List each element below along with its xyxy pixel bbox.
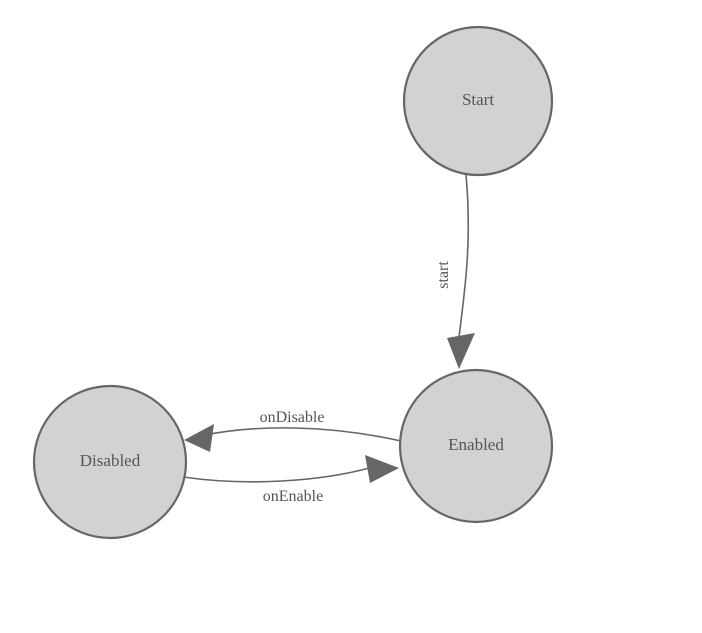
state-node-disabled[interactable]: Disabled — [32, 384, 188, 540]
edge-start-to-enabled-label: start — [435, 261, 452, 289]
state-node-disabled-circle — [32, 384, 188, 540]
state-node-enabled[interactable]: Enabled — [398, 368, 554, 524]
edge-enabled-to-disabled-label: onDisable — [260, 409, 325, 426]
edge-enabled-to-disabled-path — [199, 427, 402, 442]
edge-enabled-to-disabled[interactable]: onDisable — [184, 409, 402, 452]
state-node-start-label: Start — [462, 90, 494, 109]
state-node-disabled-label: Disabled — [80, 451, 141, 470]
edge-start-to-enabled-arrowhead — [447, 333, 475, 369]
edge-disabled-to-enabled-arrowhead — [365, 455, 399, 483]
state-node-start[interactable]: Start — [402, 25, 554, 177]
state-node-enabled-circle — [398, 368, 554, 524]
edge-disabled-to-enabled[interactable]: onEnable — [182, 455, 399, 505]
edge-start-to-enabled-path — [458, 174, 470, 338]
state-node-start-circle — [402, 25, 554, 177]
state-node-enabled-label: Enabled — [448, 435, 504, 454]
edge-enabled-to-disabled-arrowhead — [184, 424, 214, 452]
edge-disabled-to-enabled-label: onEnable — [263, 488, 323, 505]
edge-disabled-to-enabled-path — [182, 466, 374, 483]
edge-start-to-enabled[interactable]: start — [435, 174, 475, 369]
